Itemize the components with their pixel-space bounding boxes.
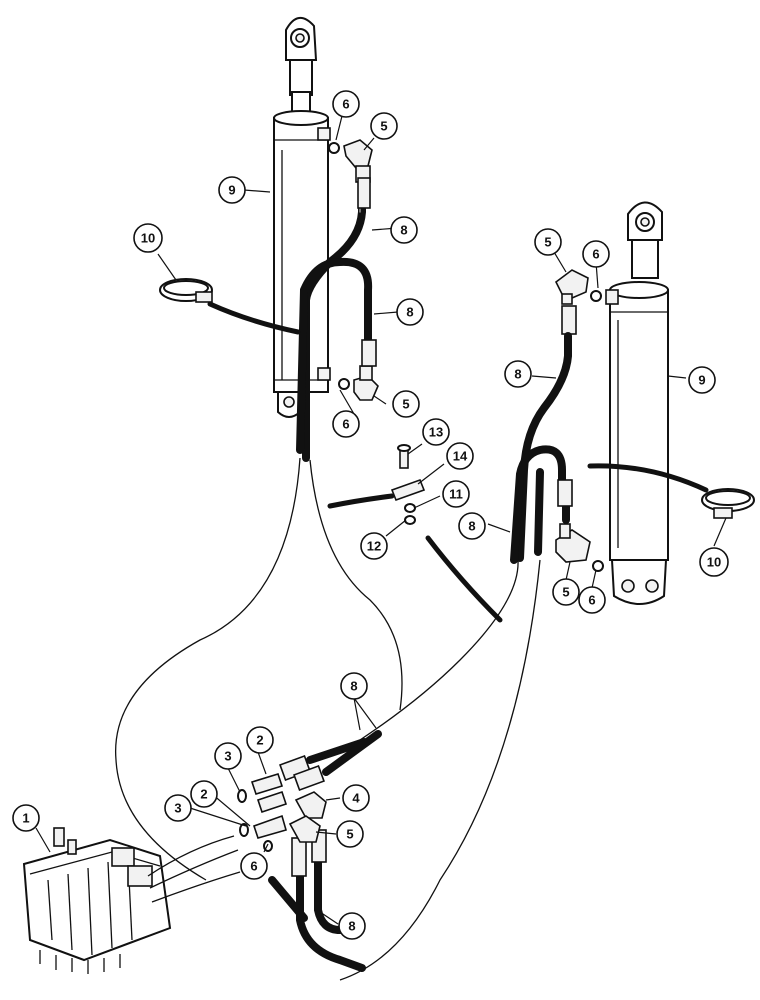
- callout-8f-label: 8: [348, 919, 355, 934]
- callout-2b: 2: [190, 780, 218, 808]
- callout-6c: 6: [582, 240, 610, 268]
- callout-6b: 6: [332, 410, 360, 438]
- callout-6d-label: 6: [588, 593, 595, 608]
- right-hoses: [510, 305, 577, 564]
- callout-8b: 8: [396, 298, 424, 326]
- hose-routing-lines: [114, 457, 541, 981]
- callout-11-label: 11: [449, 487, 463, 502]
- callout-6e: 6: [240, 852, 268, 880]
- control-valve: [22, 827, 241, 974]
- left-cylinder: [273, 17, 331, 418]
- left-hose-clamp: [159, 278, 301, 335]
- callout-5e-label: 5: [346, 827, 353, 842]
- callout-6a: 6: [332, 90, 360, 118]
- callout-9a-label: 9: [228, 183, 235, 198]
- callout-1-label: 1: [22, 811, 29, 826]
- callout-3a-label: 3: [224, 749, 231, 764]
- callout-5b-label: 5: [402, 397, 409, 412]
- callout-8e: 8: [340, 672, 368, 700]
- callout-8b-label: 8: [406, 305, 413, 320]
- callout-2a-label: 2: [256, 733, 263, 748]
- right-bottom-tee-fitting: [555, 523, 604, 572]
- lower-hoses: [268, 730, 382, 972]
- callout-2a: 2: [246, 726, 274, 754]
- callout-2b-label: 2: [200, 787, 207, 802]
- callout-8d-label: 8: [468, 519, 475, 534]
- callout-8a-label: 8: [400, 223, 407, 238]
- callout-3b: 3: [164, 794, 192, 822]
- callout-13-label: 13: [429, 425, 443, 440]
- callout-8c: 8: [504, 360, 532, 388]
- callout-4-label: 4: [352, 791, 360, 806]
- callout-5c-label: 5: [544, 235, 551, 250]
- callout-6a-label: 6: [342, 97, 349, 112]
- callout-6c-label: 6: [592, 247, 599, 262]
- callout-3b-label: 3: [174, 801, 181, 816]
- callout-10a: 10: [133, 223, 163, 253]
- callout-11: 11: [442, 480, 470, 508]
- callout-6b-label: 6: [342, 417, 349, 432]
- callout-5e: 5: [336, 820, 364, 848]
- lower-adapters: [237, 773, 327, 852]
- callout-1: 1: [12, 804, 40, 832]
- right-hose-clamp: [587, 463, 755, 519]
- hose-clip-assembly: [327, 444, 503, 623]
- callout-5a: 5: [370, 112, 398, 140]
- callout-12: 12: [360, 532, 388, 560]
- callout-9a: 9: [218, 176, 246, 204]
- callout-10a-label: 10: [141, 231, 155, 246]
- callout-10b: 10: [699, 547, 729, 577]
- callout-8f: 8: [338, 912, 366, 940]
- callout-6d: 6: [578, 586, 606, 614]
- callout-5a-label: 5: [380, 119, 387, 134]
- callout-13: 13: [422, 418, 450, 446]
- callout-5c: 5: [534, 228, 562, 256]
- callout-3a: 3: [214, 742, 242, 770]
- callout-5d: 5: [552, 578, 580, 606]
- left-hoses: [296, 177, 377, 462]
- callout-14: 14: [446, 442, 474, 470]
- callout-4: 4: [342, 784, 370, 812]
- callout-5b: 5: [392, 390, 420, 418]
- callout-8c-label: 8: [514, 367, 521, 382]
- callout-8e-label: 8: [350, 679, 357, 694]
- right-top-elbow-fitting: [554, 269, 602, 305]
- callout-6e-label: 6: [250, 859, 257, 874]
- right-cylinder: [605, 201, 669, 605]
- callout-12-label: 12: [367, 539, 381, 554]
- callout-10b-label: 10: [707, 555, 721, 570]
- callout-14-label: 14: [453, 449, 468, 464]
- callout-9b-label: 9: [698, 373, 705, 388]
- left-top-elbow-fitting: [328, 139, 373, 183]
- left-bottom-elbow-fitting: [338, 365, 379, 401]
- callout-8a: 8: [390, 216, 418, 244]
- callout-9b: 9: [688, 366, 716, 394]
- callout-8d: 8: [458, 512, 486, 540]
- callout-5d-label: 5: [562, 585, 569, 600]
